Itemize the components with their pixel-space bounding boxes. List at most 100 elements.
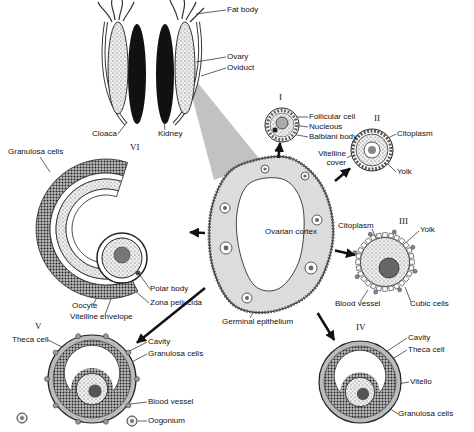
oogonium-cell: [17, 413, 27, 423]
part-label: Follicular cell: [309, 113, 355, 122]
node-shape: [355, 232, 415, 292]
oocyte: [270, 113, 294, 137]
leader-line: [394, 350, 407, 358]
blood-vessel: [398, 288, 402, 292]
cytoplasm: [364, 142, 380, 158]
small-follicle: [245, 296, 249, 300]
small-follicle: [261, 165, 269, 173]
part-label: Balbiani body: [309, 133, 357, 142]
ovary-organ: [175, 22, 195, 114]
fat-body: [190, 8, 204, 22]
part-label: Blood vessel: [148, 398, 193, 407]
part-label: Oviduct: [227, 64, 254, 73]
follicular-cells: [353, 131, 391, 169]
part-label: Cloaca: [92, 130, 117, 139]
ovarian-cortex: [209, 157, 333, 313]
blood-vessel: [355, 275, 359, 279]
blood-vessel: [76, 419, 81, 424]
part-label: Vitelline envelope: [70, 313, 133, 322]
cubic-cell: [356, 260, 360, 264]
nucleus: [114, 247, 130, 263]
blood-vessel: [413, 269, 417, 273]
fat-body: [98, 2, 112, 22]
leader-line: [297, 117, 308, 118]
node-shape: [47, 334, 137, 424]
blood-vessel: [53, 403, 58, 408]
nucleus: [276, 117, 288, 129]
oocyte: [76, 373, 108, 405]
small-follicle: [312, 215, 322, 225]
part-label: Vitelline cover: [308, 150, 346, 168]
leader-line: [196, 57, 226, 62]
oviduct: [103, 22, 200, 124]
oviduct: [174, 22, 200, 124]
small-follicle: [303, 174, 306, 177]
small-follicle: [220, 242, 232, 254]
stage-arrow: [137, 288, 205, 343]
fat-body: [119, 0, 123, 20]
balbiani-body: [273, 128, 278, 133]
small-follicle: [242, 293, 252, 303]
cubic-cell: [383, 233, 387, 237]
blood-vessel: [53, 350, 58, 355]
small-follicle: [224, 246, 229, 251]
follicle-stage: III: [355, 232, 415, 292]
cumulus: [340, 372, 379, 411]
stage-number: IV: [356, 323, 366, 333]
fat-body: [111, 0, 115, 20]
stage-number: III: [399, 217, 408, 227]
stage-arrow: [335, 250, 355, 255]
follicle-wall: [351, 129, 393, 171]
blood-vessel: [368, 232, 372, 236]
small-follicle: [301, 172, 309, 180]
part-label: Polar body: [150, 285, 188, 294]
small-follicle: [309, 266, 314, 271]
region-label: Ovarian cortex: [265, 228, 317, 237]
stage-number: VI: [130, 143, 140, 153]
fat-body: [123, 2, 134, 21]
blood-vessel: [103, 334, 108, 339]
blood-vessel: [126, 350, 131, 355]
part-label: Yolk: [420, 226, 435, 235]
stage-arrow: [318, 313, 335, 340]
fat-body: [170, 0, 178, 20]
part-label: Nucleous: [309, 123, 342, 132]
cumulus: [71, 368, 113, 410]
oogonium-cell: [127, 416, 137, 426]
stage-number: I: [279, 93, 282, 103]
blood-vessel: [45, 377, 50, 382]
part-label: Theca cell: [12, 336, 48, 345]
leader-line: [118, 122, 127, 134]
ovary-organ: [108, 22, 195, 114]
follicular-cells: [268, 111, 297, 140]
part-label: Ovary: [227, 53, 248, 62]
blood-vessel: [103, 419, 108, 424]
oogonium-cell: [130, 419, 134, 423]
part-label: Cavity: [408, 334, 430, 343]
stage-arrow: [278, 143, 280, 158]
theca-layer: [48, 335, 136, 423]
cubic-cell: [410, 260, 414, 264]
theca-layer: [319, 341, 401, 423]
nucleus: [379, 258, 399, 278]
leader-line: [201, 68, 226, 76]
small-follicle: [220, 203, 230, 213]
fat-body: [98, 0, 204, 22]
stage-arrow: [335, 168, 350, 181]
leader-line: [130, 402, 147, 404]
nucleus: [357, 388, 369, 400]
stage-number: V: [35, 322, 42, 332]
kidney: [128, 24, 146, 124]
blood-vessel: [135, 377, 140, 382]
part-label: Citoplasm: [338, 222, 374, 231]
kidney: [156, 24, 174, 124]
cubic-cell: [383, 287, 387, 291]
node-shape: [22, 158, 190, 300]
part-label: Yolk: [397, 168, 412, 177]
blood-vessel: [411, 245, 415, 249]
part-label: Granulosa cells: [398, 410, 453, 419]
node-shape: [318, 340, 402, 424]
blood-vessel: [392, 230, 396, 234]
leader-line: [196, 10, 226, 14]
